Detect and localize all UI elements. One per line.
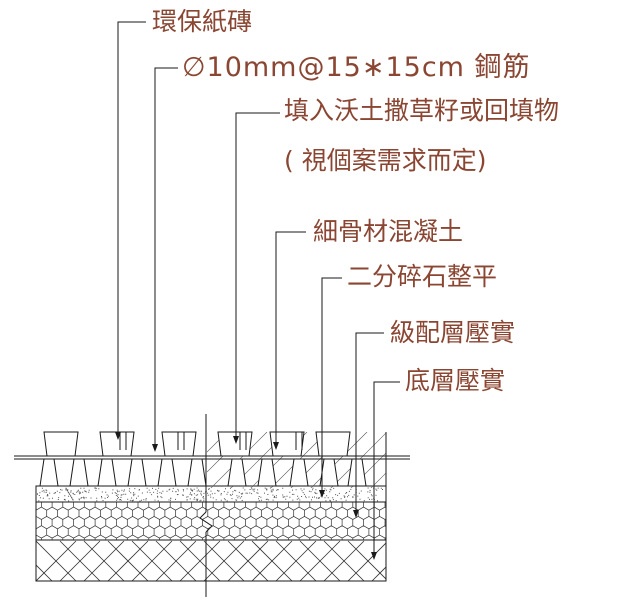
brick-slot	[239, 432, 247, 450]
rebar-line	[14, 455, 410, 460]
paper-brick-lower	[39, 458, 59, 487]
label-subgrade: 底層壓實	[405, 366, 506, 395]
paper-brick-lower	[257, 458, 277, 487]
hexagon-pattern	[36, 502, 386, 540]
paper-brick-upper	[315, 431, 351, 457]
gravel-leveling-border	[35, 485, 387, 503]
paper-brick-upper	[161, 431, 197, 457]
subgrade-layer	[35, 539, 387, 582]
leader-arrowheads	[115, 432, 377, 560]
paper-brick-lower	[69, 458, 89, 487]
paper-brick-lower	[289, 458, 309, 487]
label-fill-soil: 填入沃土撒草籽或回填物	[284, 96, 560, 125]
label-fine-concrete: 細骨材混凝土	[313, 217, 464, 246]
label-paper-brick: 環保紙磚	[152, 7, 253, 36]
break-line	[199, 414, 213, 597]
paper-brick-lower	[157, 458, 177, 487]
paper-brick-lower	[187, 458, 207, 487]
brick-slot	[177, 432, 185, 450]
paper-brick-upper	[217, 431, 253, 457]
paper-brick-lower	[347, 458, 367, 487]
paper-brick-row	[39, 431, 367, 487]
label-fill-note: ( 視個案需求而定)	[284, 146, 487, 175]
gravel-stipple	[37, 487, 383, 502]
graded-aggregate-layer	[36, 502, 386, 540]
label-rebar: ∅10mm@15∗15cm 鋼筋	[182, 52, 531, 83]
brick-slot	[119, 432, 127, 450]
graded-aggregate-border	[35, 501, 387, 541]
label-gravel-level: 二分碎石整平	[347, 262, 498, 291]
leader-lines	[117, 21, 400, 556]
label-graded-base: 級配層壓實	[390, 318, 516, 347]
paper-brick-lower	[227, 458, 247, 487]
paper-brick-lower	[127, 458, 147, 487]
brick-slot	[295, 432, 303, 450]
paper-brick-lower	[319, 458, 339, 487]
paper-brick-lower	[97, 458, 117, 487]
gravel-leveling-layer	[37, 487, 383, 502]
paper-brick-upper	[43, 431, 79, 457]
